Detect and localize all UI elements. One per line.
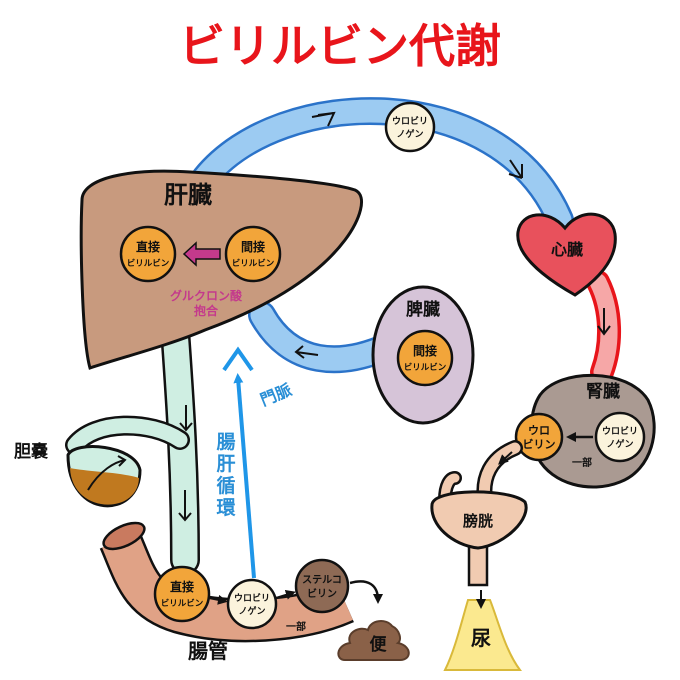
flow-arrow-icon bbox=[178, 490, 192, 522]
kidney-urobilinogen-node: ウロビリ ノゲン bbox=[594, 411, 646, 463]
flow-arrow-icon bbox=[508, 159, 523, 179]
node-line1: ステルコ bbox=[302, 574, 342, 586]
flow-arrow-icon bbox=[597, 308, 611, 336]
spleen-label: 脾臓 bbox=[406, 299, 440, 320]
node-line2: ビリルビン bbox=[127, 258, 170, 269]
gut-urobilinogen-node: ウロビリ ノゲン bbox=[226, 578, 278, 630]
node-line2: ノゲン bbox=[606, 438, 633, 450]
node-line2: ノゲン bbox=[238, 605, 265, 617]
conjugation-label: グルクロン酸 bbox=[170, 288, 243, 303]
flow-arrow-icon bbox=[311, 112, 335, 118]
node-line2: ビリルビン bbox=[161, 598, 204, 609]
flow-arrow-icon bbox=[87, 455, 127, 491]
liver-direct-bilirubin-node: 直接 ビリルビン bbox=[119, 225, 177, 283]
liver-indirect-bilirubin-node: 間接 ビリルビン bbox=[224, 225, 282, 283]
gallbladder-label: 胆嚢 bbox=[14, 441, 49, 462]
urine-label: 尿 bbox=[471, 626, 491, 650]
node-line2: ビリルビン bbox=[404, 362, 447, 373]
feces-label: 便 bbox=[370, 634, 388, 655]
kidney-label: 腎臓 bbox=[586, 382, 620, 402]
kidney-urobilin-node: ウロ ビリン bbox=[514, 412, 564, 462]
node-line2: ビリルビン bbox=[232, 258, 275, 269]
bladder-label: 膀胱 bbox=[463, 512, 493, 530]
enterohepatic-label-4: 環 bbox=[216, 497, 236, 519]
enterohepatic-label-2: 肝 bbox=[216, 453, 235, 475]
portal-vein-label: 門脈 bbox=[258, 380, 295, 410]
node-line2: ビリン bbox=[523, 437, 556, 451]
intestine-label: 腸管 bbox=[188, 639, 228, 663]
poop-icon bbox=[337, 620, 410, 661]
bladder-shape bbox=[430, 490, 528, 550]
liver-label: 肝臓 bbox=[164, 181, 212, 209]
blood-urobilinogen-node: ウロビリ ノゲン bbox=[384, 101, 436, 153]
kidney-partial-label: 一部 bbox=[572, 456, 592, 469]
urine-shape bbox=[443, 599, 522, 671]
heart-shape bbox=[516, 212, 617, 297]
arrow-icon bbox=[349, 580, 383, 604]
heart-label: 心臓 bbox=[551, 240, 583, 259]
node-line1: 間接 bbox=[413, 343, 437, 358]
arrow-icon bbox=[275, 590, 296, 600]
conjugation-arrow-icon bbox=[182, 241, 221, 267]
liver-shape bbox=[79, 169, 364, 370]
flow-arrow-icon bbox=[179, 405, 193, 432]
enterohepatic-label-3: 循 bbox=[216, 474, 235, 497]
node-line2: ビリン bbox=[307, 587, 337, 600]
gut-direct-bilirubin-node: 直接 ビリルビン bbox=[153, 565, 211, 623]
node-line1: 直接 bbox=[170, 579, 194, 594]
intestine-partial-label: 一部 bbox=[286, 620, 306, 633]
enterohepatic-arrow-icon bbox=[222, 346, 254, 372]
spleen-indirect-bilirubin-node: 間接 ビリルビン bbox=[396, 329, 454, 387]
node-line2: ノゲン bbox=[396, 128, 423, 140]
enterohepatic-arrow bbox=[233, 373, 256, 579]
urethra bbox=[467, 543, 489, 587]
flow-arrow-icon bbox=[294, 345, 319, 359]
node-line1: ウロビリ bbox=[392, 115, 428, 127]
arrow-icon bbox=[208, 594, 228, 605]
node-line1: ウロビリ bbox=[234, 592, 270, 604]
node-line1: 直接 bbox=[136, 239, 160, 254]
node-line1: ウロ bbox=[528, 424, 550, 437]
gut-stercobilin-node: ステルコ ビリン bbox=[294, 558, 350, 614]
intestine-opening bbox=[102, 521, 146, 551]
enterohepatic-label-1: 腸 bbox=[216, 431, 235, 453]
node-line1: 間接 bbox=[241, 239, 265, 254]
page-title: ビリルビン代謝 bbox=[179, 19, 501, 73]
arrow-icon bbox=[498, 451, 513, 465]
conjugation-label-2: 抱合 bbox=[194, 303, 219, 318]
node-line1: ウロビリ bbox=[602, 425, 638, 437]
